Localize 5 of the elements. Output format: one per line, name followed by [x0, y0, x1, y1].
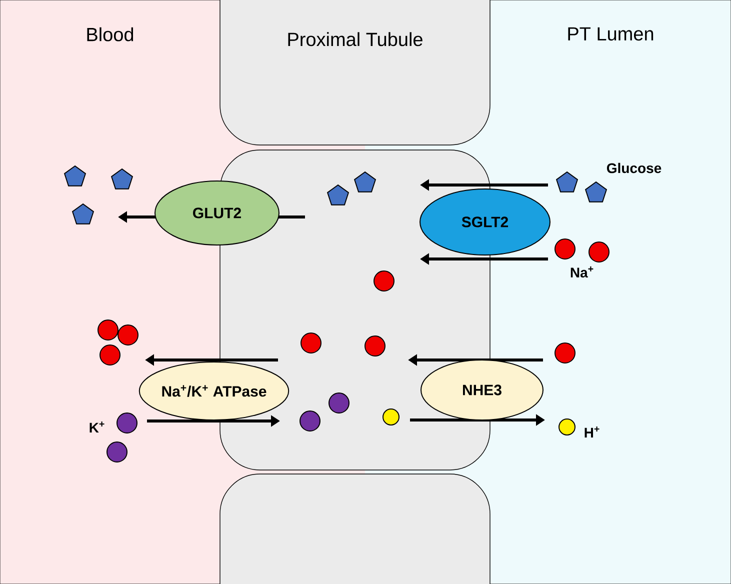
ion-label: Na$^{+}$: [570, 266, 594, 278]
ion-label: Glucose: [606, 162, 662, 174]
ion-label: K$^{+}$: [90, 422, 104, 432]
cell-outline: Proximal Tubule: [220, 0, 490, 146]
ion-label: H$^{+}$: [584, 426, 600, 438]
